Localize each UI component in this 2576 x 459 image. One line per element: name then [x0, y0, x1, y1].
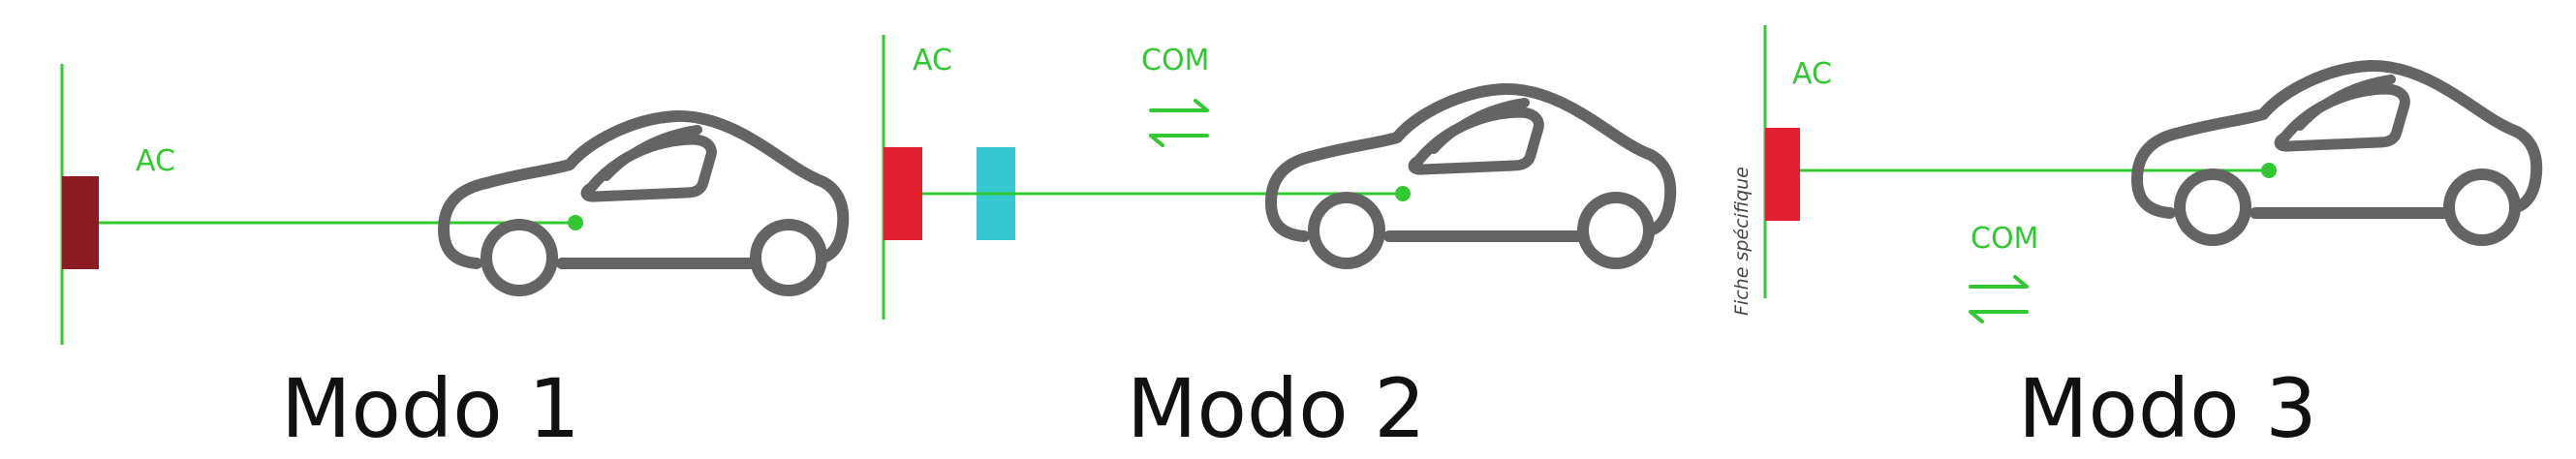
mode1-inlet-dot	[568, 215, 583, 230]
mode1-ac-label: AC	[136, 144, 175, 178]
mode2-plug	[884, 147, 922, 240]
mode-2-title: Modo 2	[1127, 361, 1426, 456]
mode2-ac-label: AC	[913, 44, 952, 77]
mode3-plug	[1765, 128, 1800, 221]
mode2-com-label: COM	[1141, 44, 1209, 77]
car-icon	[1271, 89, 1670, 263]
mode3-ac-label: AC	[1792, 57, 1832, 91]
panel-mode-3: AC COM Fiche spécifique	[1731, 25, 2536, 323]
mode2-inlet-dot	[1395, 186, 1411, 201]
mode3-com-label: COM	[1971, 222, 2038, 256]
mode1-plug	[62, 176, 99, 269]
mode-3-title: Modo 3	[2018, 361, 2317, 456]
car-icon	[2137, 66, 2536, 240]
car-icon	[444, 116, 843, 291]
panel-mode-2: AC COM	[882, 35, 1670, 320]
mode3-fiche-label: Fiche spécifique	[1731, 167, 1753, 316]
panel-mode-1: AC	[60, 64, 843, 345]
mode3-inlet-dot	[2261, 163, 2277, 178]
mode-1-title: Modo 1	[281, 361, 580, 456]
bidirectional-arrows-icon	[1149, 99, 1209, 147]
bidirectional-arrows-icon	[1969, 275, 2029, 323]
